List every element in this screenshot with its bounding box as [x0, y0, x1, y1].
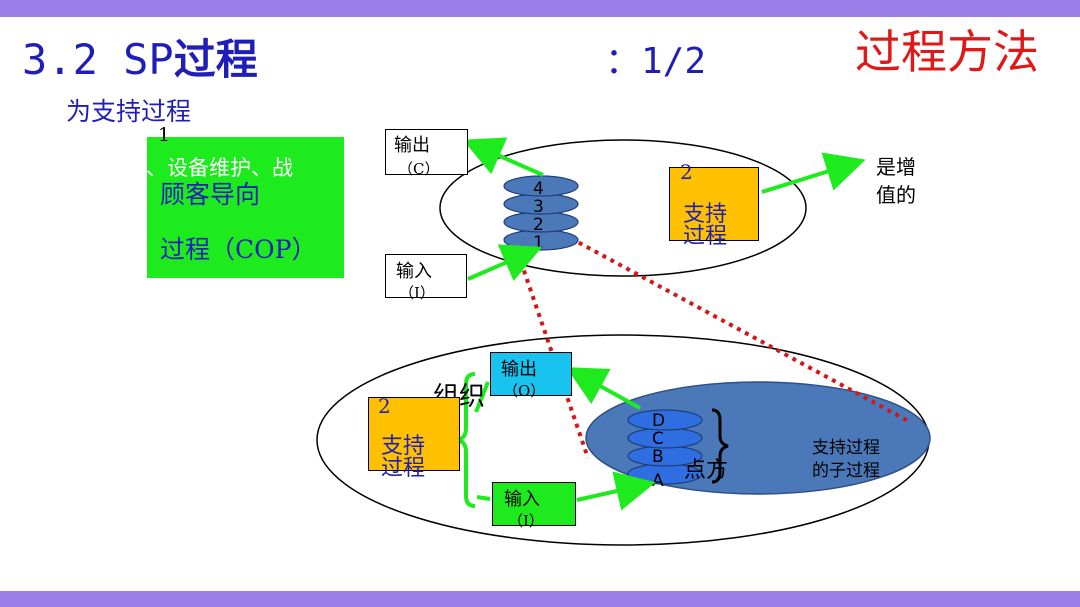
- bottom-output-box: [490, 352, 572, 396]
- slide-title: 3.2 SP过程: [22, 35, 258, 84]
- top-output-label: 输出: [394, 135, 430, 156]
- top-output-sub: （C）: [398, 160, 440, 178]
- bottom-stack-label-d: D: [652, 411, 665, 431]
- top-output-arrow: [462, 137, 544, 177]
- zoom-line-left: [519, 261, 590, 459]
- top-band: [0, 0, 1080, 17]
- top-stack-label-3: 3: [533, 197, 544, 217]
- top-process-ellipse: [439, 139, 807, 277]
- subtitle: 为支持过程: [66, 97, 192, 126]
- bottom-support-line2: 过程: [381, 456, 426, 481]
- method-label: 过程方法: [855, 25, 1039, 79]
- bottom-output-arrow: [565, 367, 641, 410]
- item-number: 1: [158, 124, 171, 146]
- brace-to-output-line: [474, 381, 490, 413]
- cop-box: [147, 137, 344, 278]
- top-support-line1: 支持: [683, 202, 728, 227]
- top-stack-label-4: 4: [533, 179, 544, 199]
- top-input-label: 输入: [396, 261, 432, 282]
- cop-line-1: 顾客导向: [160, 180, 261, 209]
- top-input-arrow: [467, 244, 543, 282]
- cop-line-2: 过程（COP）: [160, 235, 317, 264]
- sub-process-line-1: 支持过程: [812, 438, 880, 458]
- top-input-sub: （I）: [399, 284, 435, 302]
- bottom-stack: [627, 409, 703, 485]
- bottom-support-line1: 支持: [381, 434, 426, 459]
- top-support-line2: 过程: [683, 224, 728, 249]
- top-stack-label-1: 1: [533, 233, 544, 253]
- bottom-input-label: 输入: [504, 489, 540, 510]
- top-output-box: [385, 129, 468, 175]
- top-input-box: [385, 254, 467, 298]
- bottom-stack-label-a: A: [652, 471, 664, 491]
- top-support-box: [669, 167, 759, 241]
- bottom-input-box: [492, 482, 576, 526]
- bottom-stack-label-c: C: [652, 429, 664, 449]
- brace-to-input-line: [476, 495, 491, 501]
- page-indicator: ：1/2: [605, 41, 707, 82]
- bottom-input-arrow: [576, 471, 656, 511]
- overlap-text: 、设备维护、战: [146, 156, 293, 180]
- top-support-num: 2: [680, 160, 693, 184]
- bottom-output-sub: （O）: [503, 382, 546, 400]
- value-line-1: 是增: [876, 155, 916, 179]
- bottom-support-num: 2: [378, 394, 391, 418]
- bottom-input-sub: （I）: [508, 512, 544, 530]
- stack-brace: [711, 408, 729, 484]
- bottom-stack-label-b: B: [652, 447, 664, 467]
- behind-text: 点方: [684, 458, 729, 483]
- bottom-band: [0, 591, 1080, 607]
- bottom-output-label: 输出: [501, 359, 537, 380]
- zoom-line-right: [562, 232, 911, 424]
- sub-process-line-2: 的子过程: [812, 461, 880, 481]
- top-stack-label-2: 2: [533, 215, 544, 235]
- value-arrow: [761, 152, 866, 194]
- bottom-support-box: [368, 397, 460, 471]
- value-line-2: 值的: [876, 183, 916, 207]
